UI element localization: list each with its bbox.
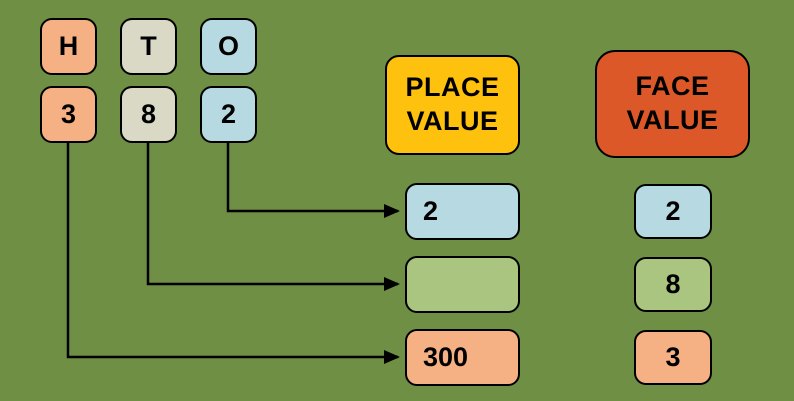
digit-ones-value: 2	[220, 99, 237, 129]
place-value-header-line1: PLACE	[405, 72, 500, 103]
place-value-item-hundreds: 300	[405, 329, 520, 386]
place-value-item-ones-value: 2	[423, 196, 439, 226]
face-value-item-hundreds-value: 3	[665, 342, 681, 372]
column-header-ones-label: O	[217, 31, 239, 61]
digit-hundreds: 3	[40, 86, 97, 143]
face-value-item-ones: 2	[634, 184, 712, 239]
face-value-item-hundreds: 3	[634, 330, 712, 385]
column-header-tens: T	[120, 18, 177, 75]
digit-tens: 8	[120, 86, 177, 143]
face-value-item-tens: 8	[634, 257, 712, 312]
face-value-header-line1: FACE	[635, 71, 710, 102]
column-header-hundreds: H	[40, 18, 97, 75]
digit-ones: 2	[200, 86, 257, 143]
column-header-ones: O	[200, 18, 257, 75]
face-value-item-ones-value: 2	[665, 196, 681, 226]
face-value-header: FACE VALUE	[595, 50, 750, 158]
digit-hundreds-value: 3	[60, 99, 77, 129]
column-header-tens-label: T	[140, 31, 157, 61]
arrow-ones-to-place-value	[226, 143, 400, 218]
place-value-item-ones: 2	[405, 183, 520, 240]
face-value-header-line2: VALUE	[626, 105, 719, 135]
face-value-item-tens-value: 8	[665, 269, 681, 299]
place-value-header: PLACE VALUE	[385, 55, 520, 155]
place-value-header-line2: VALUE	[406, 106, 499, 136]
place-value-item-hundreds-value: 300	[423, 342, 469, 372]
place-value-item-tens	[405, 256, 520, 313]
column-header-hundreds-label: H	[58, 31, 79, 61]
arrow-tens-to-place-value	[146, 143, 400, 291]
arrow-hundreds-to-place-value	[66, 143, 400, 364]
digit-tens-value: 8	[140, 99, 157, 129]
